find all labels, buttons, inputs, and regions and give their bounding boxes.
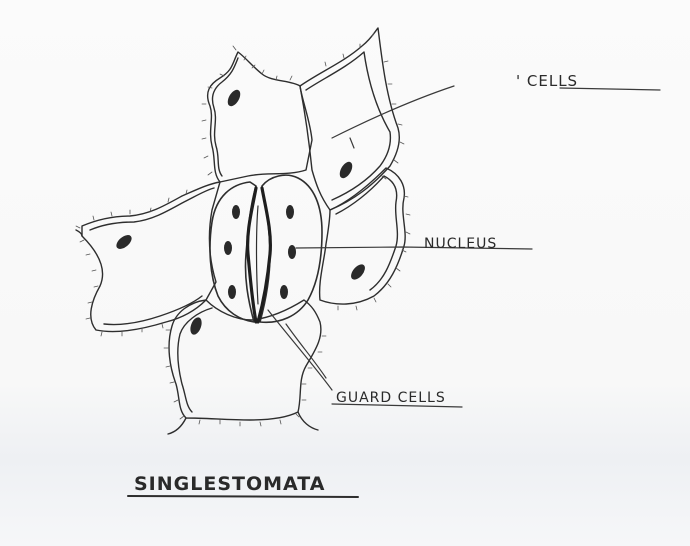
nucleus-dot [337, 160, 355, 181]
epidermal-cell-top-left [208, 52, 312, 182]
nucleus-dot [232, 205, 240, 219]
cell-wall-fringe [76, 33, 410, 426]
nucleus-dot [224, 241, 232, 255]
epidermal-cell-left [82, 182, 220, 332]
epidermal-cell-top-right [300, 28, 399, 210]
nucleus-dot [280, 285, 288, 299]
label-guard-cells: GUARD CELLS [336, 390, 446, 406]
leader-line-guard-cells [268, 310, 332, 390]
label-nucleus: NUCLEUS [424, 236, 497, 252]
epidermal-cells [76, 28, 405, 434]
nucleus-dot [288, 245, 296, 259]
nucleus-dot [225, 88, 243, 109]
diagram-title: SINGLESTOMATA [134, 473, 325, 495]
nucleus-dot [286, 205, 294, 219]
epidermal-cell-right [320, 168, 406, 304]
nucleus-dot [348, 262, 367, 282]
nucleus-dot [114, 232, 134, 251]
label-epidermal-cells: ' CELLS [516, 72, 578, 90]
nucleus-dot [228, 285, 236, 299]
guard-cell-nuclei [224, 205, 296, 299]
title-underline [128, 496, 358, 497]
